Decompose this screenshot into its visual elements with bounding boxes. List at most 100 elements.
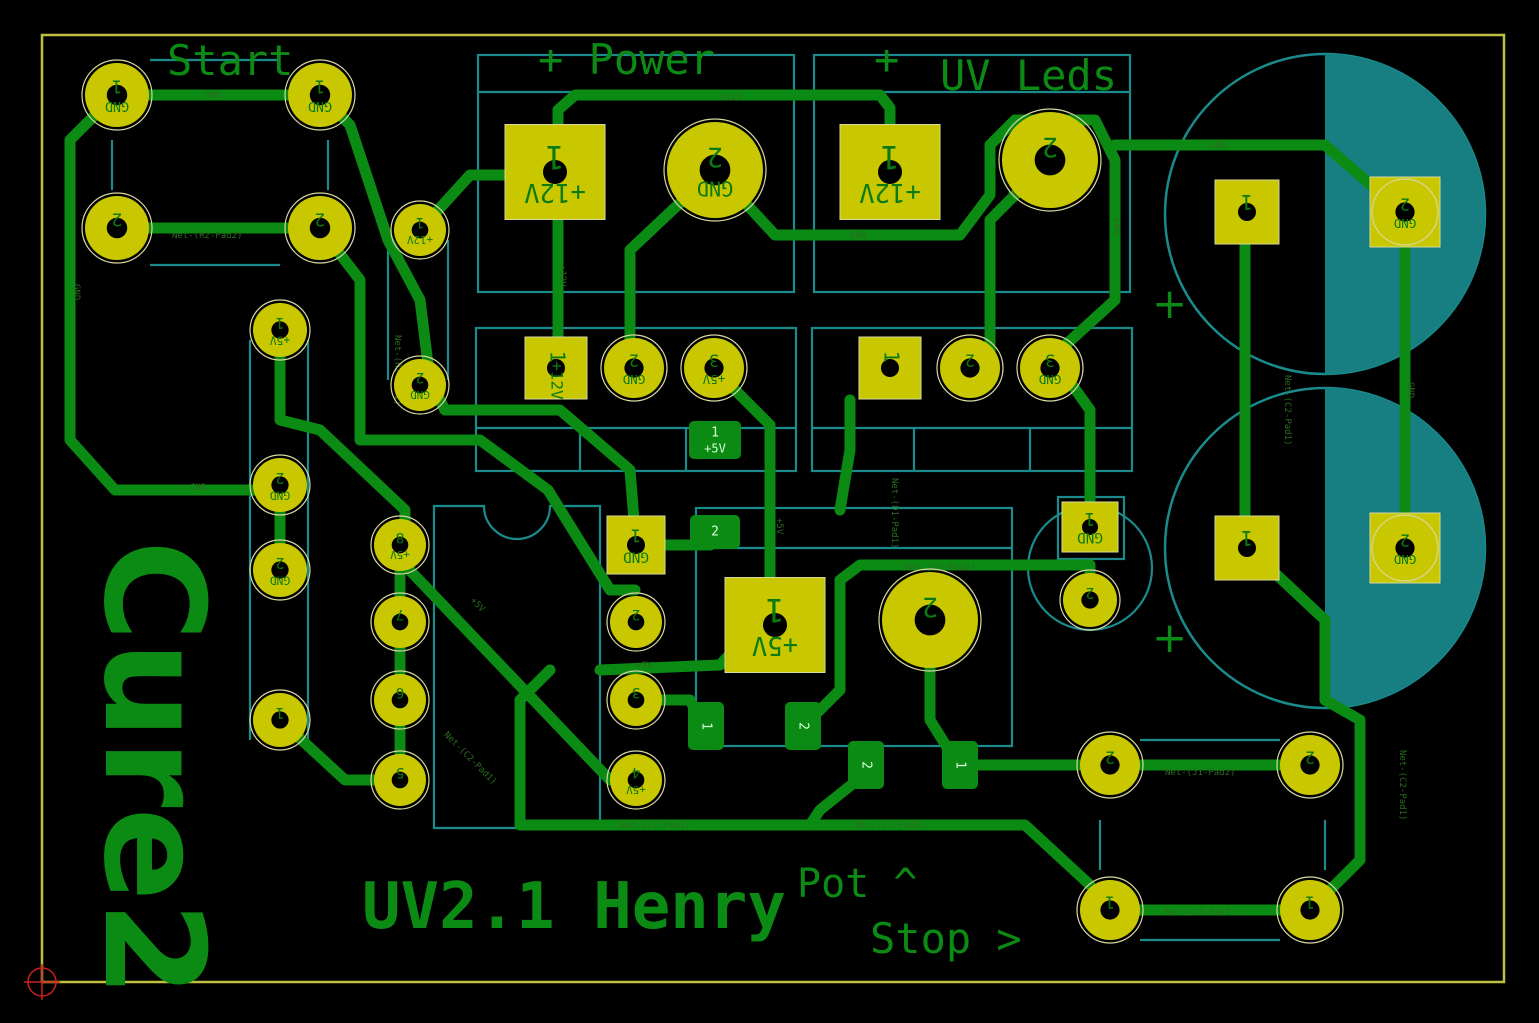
svg-text:+12V: +12V	[557, 265, 567, 287]
svg-text:2: 2	[711, 525, 719, 540]
svg-text:GND: GND	[1210, 141, 1226, 151]
ic-pin-6[interactable]: 6	[370, 670, 430, 730]
svg-text:2: 2	[1305, 748, 1315, 767]
svg-text:2: 2	[276, 469, 285, 487]
svg-text:2: 2	[922, 591, 938, 622]
ic-pin-3[interactable]: 3	[606, 670, 666, 730]
svg-text:GND: GND	[623, 549, 649, 565]
ic-pin-4[interactable]: 4+5V	[606, 750, 666, 810]
svg-text:Net-(C2-Pad1): Net-(C2-Pad1)	[1165, 908, 1235, 918]
smd-2-pad[interactable]: 2	[690, 515, 740, 549]
silk-uv-leds-label: UV Leds	[940, 51, 1117, 100]
uv-terminal-outline	[812, 53, 1132, 294]
reg-header-pad-3[interactable]: 3+5V	[680, 334, 748, 402]
svg-text:1: 1	[1305, 893, 1315, 912]
uv-header-pad-1[interactable]: 1	[858, 336, 922, 400]
svg-text:GND: GND	[71, 284, 81, 300]
start-switch-pad-4[interactable]: 2	[284, 192, 356, 264]
ic-pin-8[interactable]: 8+5V	[370, 515, 430, 575]
smd-5v-pad[interactable]: 1+5V	[689, 421, 741, 459]
start-switch-pad-3[interactable]: 2	[81, 192, 153, 264]
board-edge-outline	[40, 33, 1506, 984]
svg-text:Net-(C2-Pad1): Net-(C2-Pad1)	[1397, 750, 1407, 820]
svg-text:1: 1	[711, 426, 719, 441]
uv-terminal-pad-2[interactable]: 2	[998, 108, 1102, 212]
svg-text:2: 2	[1400, 195, 1410, 214]
ic-pin-7[interactable]: 7	[370, 592, 430, 652]
silk-stop-label: Stop >	[870, 914, 1022, 963]
svg-text:2: 2	[416, 369, 425, 385]
mosfet-pad-2[interactable]: 2	[1059, 569, 1121, 631]
svg-text:1: 1	[953, 761, 968, 769]
stop-switch-pad-2[interactable]: 2	[1276, 731, 1344, 799]
uv-terminal-pad-1[interactable]: 1+12V	[839, 124, 941, 220]
svg-text:1: 1	[276, 704, 285, 722]
svg-text:GND: GND	[1111, 218, 1121, 234]
svg-text:GND: GND	[850, 231, 866, 241]
svg-text:2: 2	[1086, 584, 1095, 602]
j12v-pad-1[interactable]: 1+12V	[390, 200, 450, 260]
svg-text:1: 1	[765, 591, 784, 629]
svg-text:+5V: +5V	[704, 442, 726, 456]
svg-text:2: 2	[1400, 531, 1410, 550]
svg-text:1: 1	[631, 525, 642, 546]
svg-text:+12V: +12V	[406, 233, 433, 246]
svg-text:3: 3	[632, 684, 641, 700]
silk-cap-c1-plus: +	[1152, 279, 1187, 328]
reg-header-pad-1[interactable]: 1+12V	[524, 336, 588, 400]
stop-switch-pad-4[interactable]: 1	[1276, 876, 1344, 944]
silk-power-label: + Power	[538, 35, 715, 84]
smd-row-pad-2[interactable]: 2	[785, 702, 821, 750]
svg-text:3: 3	[1045, 351, 1055, 370]
led-block-pad-1[interactable]: 1+5V	[724, 577, 826, 673]
svg-text:GND: GND	[308, 98, 332, 113]
svg-text:GND: GND	[410, 388, 430, 401]
svg-text:2: 2	[632, 606, 641, 622]
svg-text:GND: GND	[1077, 529, 1103, 545]
uv-header-pad-2[interactable]: 2	[936, 334, 1004, 402]
svg-text:1: 1	[276, 314, 285, 332]
left-header-pad-1[interactable]: 1+5V	[249, 299, 311, 361]
svg-text:1: 1	[880, 351, 904, 363]
stop-switch-pad-1[interactable]: 2	[1076, 731, 1144, 799]
ic-pin-2[interactable]: 2	[606, 592, 666, 652]
smd-row-pad-3[interactable]: 2	[848, 741, 884, 789]
svg-text:GND: GND	[1394, 216, 1417, 231]
stop-switch-pad-3[interactable]: 1	[1076, 876, 1144, 944]
smd-row-pad-4[interactable]: 1	[942, 741, 978, 789]
svg-text:5: 5	[396, 764, 405, 780]
cap-c1-pad-1[interactable]: 1	[1214, 179, 1280, 245]
silk-cap-c2-plus: +	[1152, 613, 1187, 662]
svg-text:+5V: +5V	[702, 372, 725, 387]
svg-text:+12V: +12V	[524, 177, 586, 207]
svg-text:2: 2	[1042, 131, 1058, 162]
led-block-pad-2[interactable]: 2	[878, 568, 982, 672]
cap-c2-pad-1[interactable]: 1	[1214, 515, 1280, 581]
svg-text:2: 2	[707, 141, 723, 172]
svg-text:GND: GND	[205, 91, 221, 101]
power-terminal-pad-1[interactable]: 1+12V	[504, 124, 606, 220]
silk-board-name: Cure2	[73, 540, 234, 997]
svg-text:2: 2	[276, 554, 285, 572]
svg-text:+12V: +12V	[859, 177, 921, 207]
ic-outline	[432, 504, 602, 830]
left-header-pad-4[interactable]: 1	[249, 689, 311, 751]
ic-pin-5[interactable]: 5	[370, 750, 430, 810]
svg-text:2: 2	[1105, 748, 1115, 767]
svg-text:+5V: +5V	[752, 630, 798, 660]
smd-row-pad-1[interactable]: 1	[688, 702, 724, 750]
